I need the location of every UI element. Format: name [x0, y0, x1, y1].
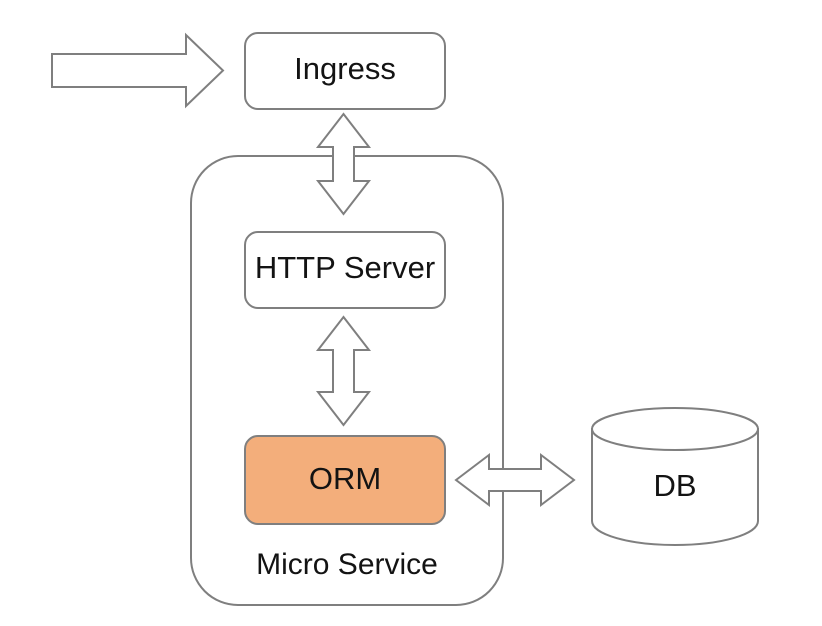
ingress-to-http-server-arrow-icon	[315, 112, 372, 216]
http-server-to-orm-arrow-icon	[315, 315, 372, 427]
node-ingress-label: Ingress	[294, 51, 396, 86]
orm-to-db-arrow-icon	[454, 452, 576, 508]
node-orm-label: ORM	[309, 461, 381, 496]
node-ingress[interactable]: Ingress	[244, 32, 446, 110]
node-db[interactable]: DB	[591, 407, 759, 547]
node-http-server[interactable]: HTTP Server	[244, 231, 446, 309]
inbound-traffic-arrow-icon	[51, 32, 225, 109]
node-orm[interactable]: ORM	[244, 435, 446, 525]
micro-service-label: Micro Service	[256, 548, 438, 581]
node-db-label: DB	[653, 468, 696, 503]
node-http-server-label: HTTP Server	[255, 250, 435, 285]
